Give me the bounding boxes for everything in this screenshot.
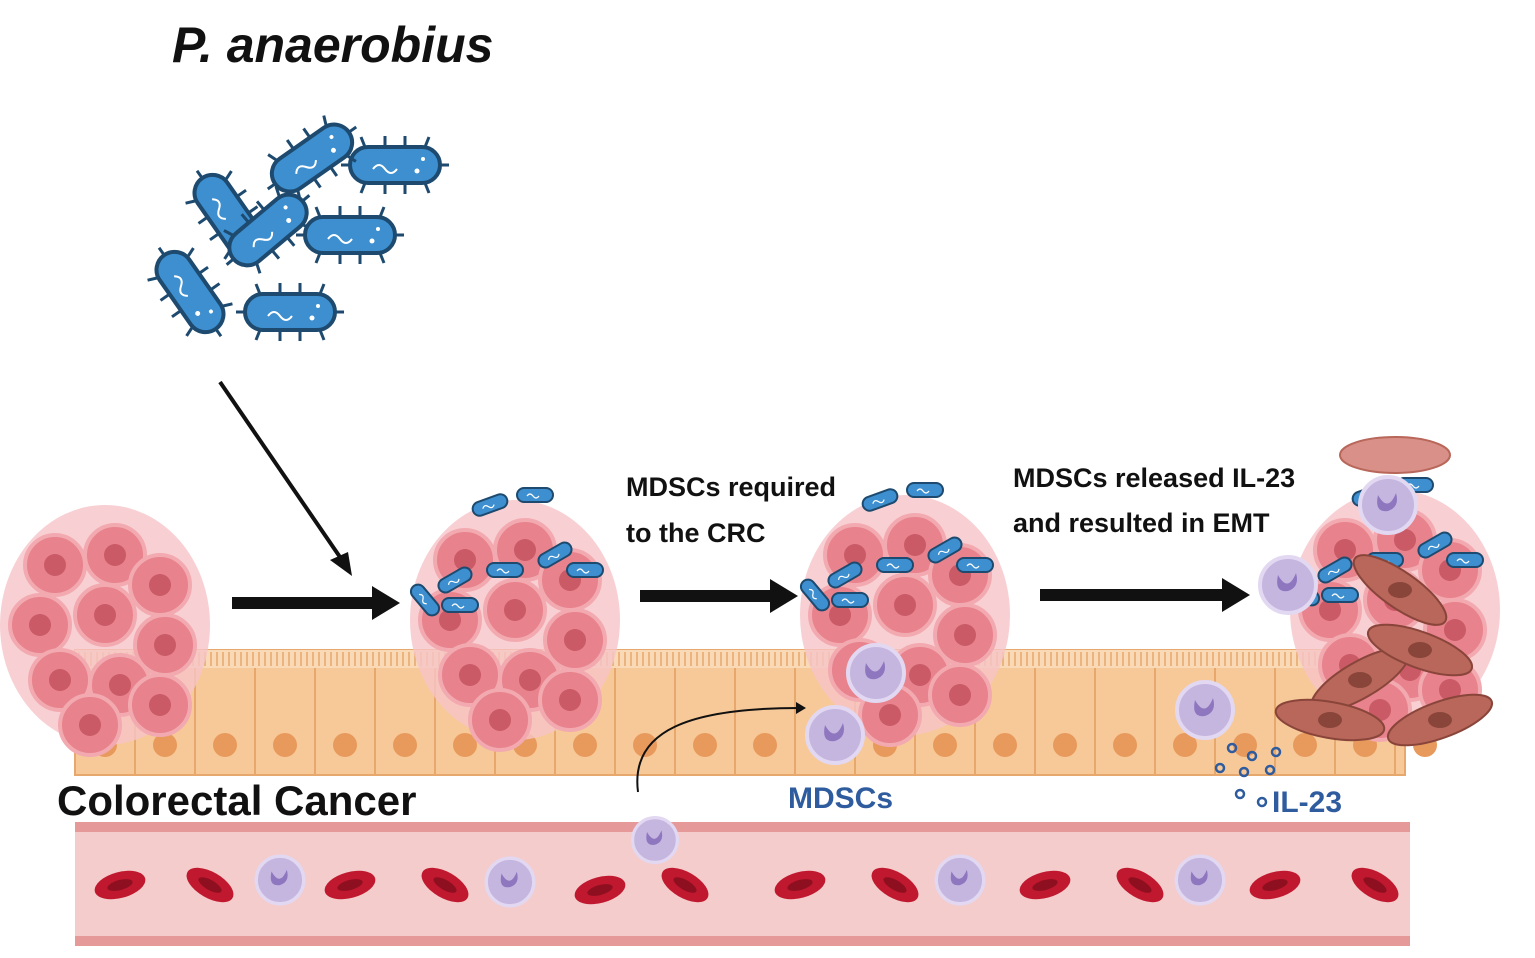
- tumor-cluster: [0, 505, 210, 757]
- il23-label: IL-23: [1272, 786, 1342, 819]
- migrating-mdsc: [630, 815, 680, 865]
- progression-arrows: [232, 578, 1250, 620]
- mdscs-label: MDSCs: [788, 782, 893, 815]
- step1-label-line1: MDSCs required: [626, 472, 836, 502]
- mdsc-cell: [846, 643, 906, 703]
- blood-vessel: [75, 822, 1410, 946]
- circulating-mdsc: [254, 854, 306, 906]
- circulating-mdsc: [934, 854, 986, 906]
- bacteria-cluster: [133, 101, 451, 355]
- migration-path: [636, 707, 801, 793]
- colorectal-cancer-label: Colorectal Cancer: [57, 777, 416, 824]
- mdsc-cell: [1175, 680, 1235, 740]
- epithelium: [74, 649, 1454, 776]
- circulating-mdsc: [484, 856, 536, 908]
- tumor-cluster: [1274, 436, 1500, 747]
- mdsc-cell: [1258, 555, 1318, 615]
- tumor-cluster: [407, 487, 620, 752]
- step1-label-line2: to the CRC: [626, 518, 765, 548]
- infection-arrow: [218, 380, 352, 576]
- title: P. anaerobius: [172, 17, 493, 73]
- mdsc-cell: [805, 705, 865, 765]
- step2-label-line1: MDSCs released IL-23: [1013, 463, 1295, 493]
- circulating-mdsc: [1174, 854, 1226, 906]
- il23-molecules: [1214, 742, 1282, 808]
- mdsc-cell: [1358, 475, 1418, 535]
- tumor-clusters: [0, 436, 1500, 765]
- step2-label-line2: and resulted in EMT: [1013, 508, 1270, 538]
